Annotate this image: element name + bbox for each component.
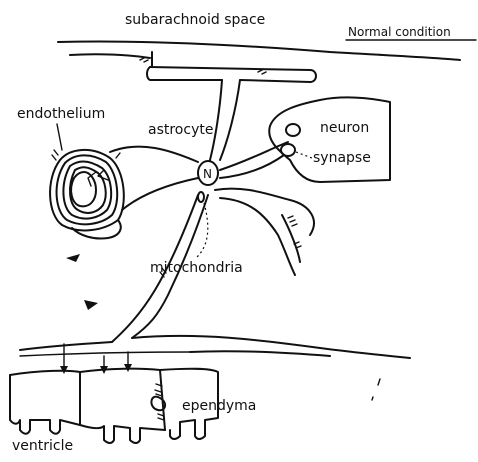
synapse xyxy=(281,124,300,156)
ependyma-label: ependyma xyxy=(182,398,256,414)
endothelium-label: endothelium xyxy=(17,106,105,122)
condition-label: Normal condition xyxy=(348,25,451,39)
neuron xyxy=(220,97,390,182)
stray-mark xyxy=(372,379,380,400)
neuron-label: neuron xyxy=(320,120,369,136)
subarachnoid-membrane xyxy=(58,41,460,82)
synapse-pointer xyxy=(296,152,312,158)
synapse-label: synapse xyxy=(313,150,371,166)
astrocyte-label: astrocyte xyxy=(148,122,213,138)
mitochondrion-shape xyxy=(198,192,204,202)
title-label: subarachnoid space xyxy=(125,12,265,28)
ventricle-label: ventricle xyxy=(12,438,73,454)
astrocyte-process-top xyxy=(210,80,240,160)
flow-arrow-2 xyxy=(84,300,98,310)
endothelium-pointer xyxy=(57,124,62,150)
nucleus-label: N xyxy=(203,167,212,181)
flow-arrow-1 xyxy=(66,254,80,262)
lower-membrane xyxy=(20,336,410,358)
blood-vessel xyxy=(50,150,124,231)
